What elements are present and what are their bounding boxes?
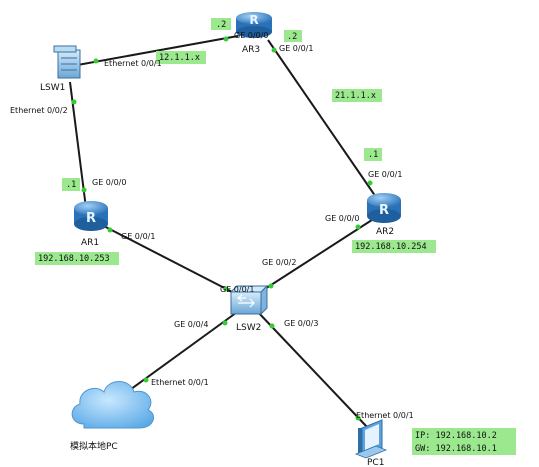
host-tag: .1 xyxy=(368,150,378,160)
port-dot xyxy=(355,224,361,230)
port-dot xyxy=(223,286,229,292)
router-ar2[interactable]: R xyxy=(367,193,401,223)
network-tag: 21.1.1.x xyxy=(335,91,376,101)
port-dot xyxy=(143,377,149,383)
link-lsw1-ar3 xyxy=(71,35,239,67)
tag-box xyxy=(156,51,206,64)
device-label-lsw2: LSW2 xyxy=(236,323,261,333)
link-lsw2-pc1 xyxy=(255,309,369,429)
port-label: GE 0/0/2 xyxy=(262,258,296,267)
device-label-cloud: 模拟本地PC xyxy=(70,440,118,452)
device-label-ar1: AR1 xyxy=(81,238,99,248)
port-dot xyxy=(271,47,277,53)
port-dot xyxy=(107,227,113,233)
link-ar3-ar2 xyxy=(267,39,379,201)
port-label: GE 0/0/0 xyxy=(92,178,126,187)
port-dot xyxy=(93,58,99,64)
switch-lsw2[interactable] xyxy=(229,284,269,316)
port-label: Ethernet 0/0/2 xyxy=(10,106,68,115)
ip-tag: 192.168.10.254 xyxy=(355,242,427,252)
tag-box xyxy=(35,252,119,265)
tag-box xyxy=(412,428,516,455)
router-icon: R xyxy=(86,211,96,226)
switch-arrows-icon xyxy=(237,294,255,308)
pc-ip-tag: IP: 192.168.10.2 xyxy=(415,431,497,441)
router-icon: R xyxy=(249,13,258,27)
tag-box xyxy=(332,89,382,102)
tag-box xyxy=(352,240,436,253)
port-label: GE 0/0/1 xyxy=(279,44,313,53)
tag-box xyxy=(211,18,231,30)
port-label: GE 0/0/1 xyxy=(220,285,254,294)
port-dot xyxy=(269,323,275,329)
router-ar3[interactable]: R xyxy=(236,12,272,38)
link-ar2-lsw2 xyxy=(253,217,376,297)
device-label-pc1: PC1 xyxy=(367,458,384,467)
host-tag: .1 xyxy=(66,180,76,190)
port-dot xyxy=(81,187,87,193)
link-ar1-lsw2 xyxy=(95,221,241,297)
link-lsw2-cloud xyxy=(115,309,241,401)
tag-box xyxy=(284,30,302,42)
device-label-ar3: AR3 xyxy=(242,45,260,55)
port-label: GE 0/0/1 xyxy=(121,232,155,241)
router-icon: R xyxy=(379,203,389,218)
port-dot xyxy=(223,36,229,42)
port-label: Ethernet 0/0/1 xyxy=(356,411,414,420)
tag-box xyxy=(62,178,80,191)
port-dot xyxy=(268,283,274,289)
router-ar1[interactable]: R xyxy=(74,201,108,231)
pc-pc1[interactable] xyxy=(354,419,388,459)
port-dot xyxy=(367,180,373,186)
tag-box xyxy=(364,148,382,161)
port-label: GE 0/0/0 xyxy=(234,31,268,40)
cloud-local-pc[interactable] xyxy=(71,381,155,429)
port-label: GE 0/0/4 xyxy=(174,320,208,329)
switch-lsw1[interactable] xyxy=(53,45,81,79)
device-label-ar2: AR2 xyxy=(376,227,394,237)
pc-gw-tag: GW: 192.168.10.1 xyxy=(415,444,497,454)
port-label: Ethernet 0/0/1 xyxy=(151,378,209,387)
host-tag: .2 xyxy=(216,20,226,30)
ip-tag: 192.168.10.253 xyxy=(38,254,110,264)
device-label-lsw1: LSW1 xyxy=(40,83,65,93)
port-label: GE 0/0/0 xyxy=(325,214,359,223)
port-dot xyxy=(71,99,77,105)
host-tag: .2 xyxy=(287,32,297,42)
port-label: GE 0/0/3 xyxy=(284,319,318,328)
port-label: Ethernet 0/0/1 xyxy=(104,59,162,68)
port-label: GE 0/0/1 xyxy=(368,170,402,179)
port-dot xyxy=(222,320,228,326)
network-tag: 12.1.1.x xyxy=(159,53,200,63)
port-dot xyxy=(355,415,361,421)
